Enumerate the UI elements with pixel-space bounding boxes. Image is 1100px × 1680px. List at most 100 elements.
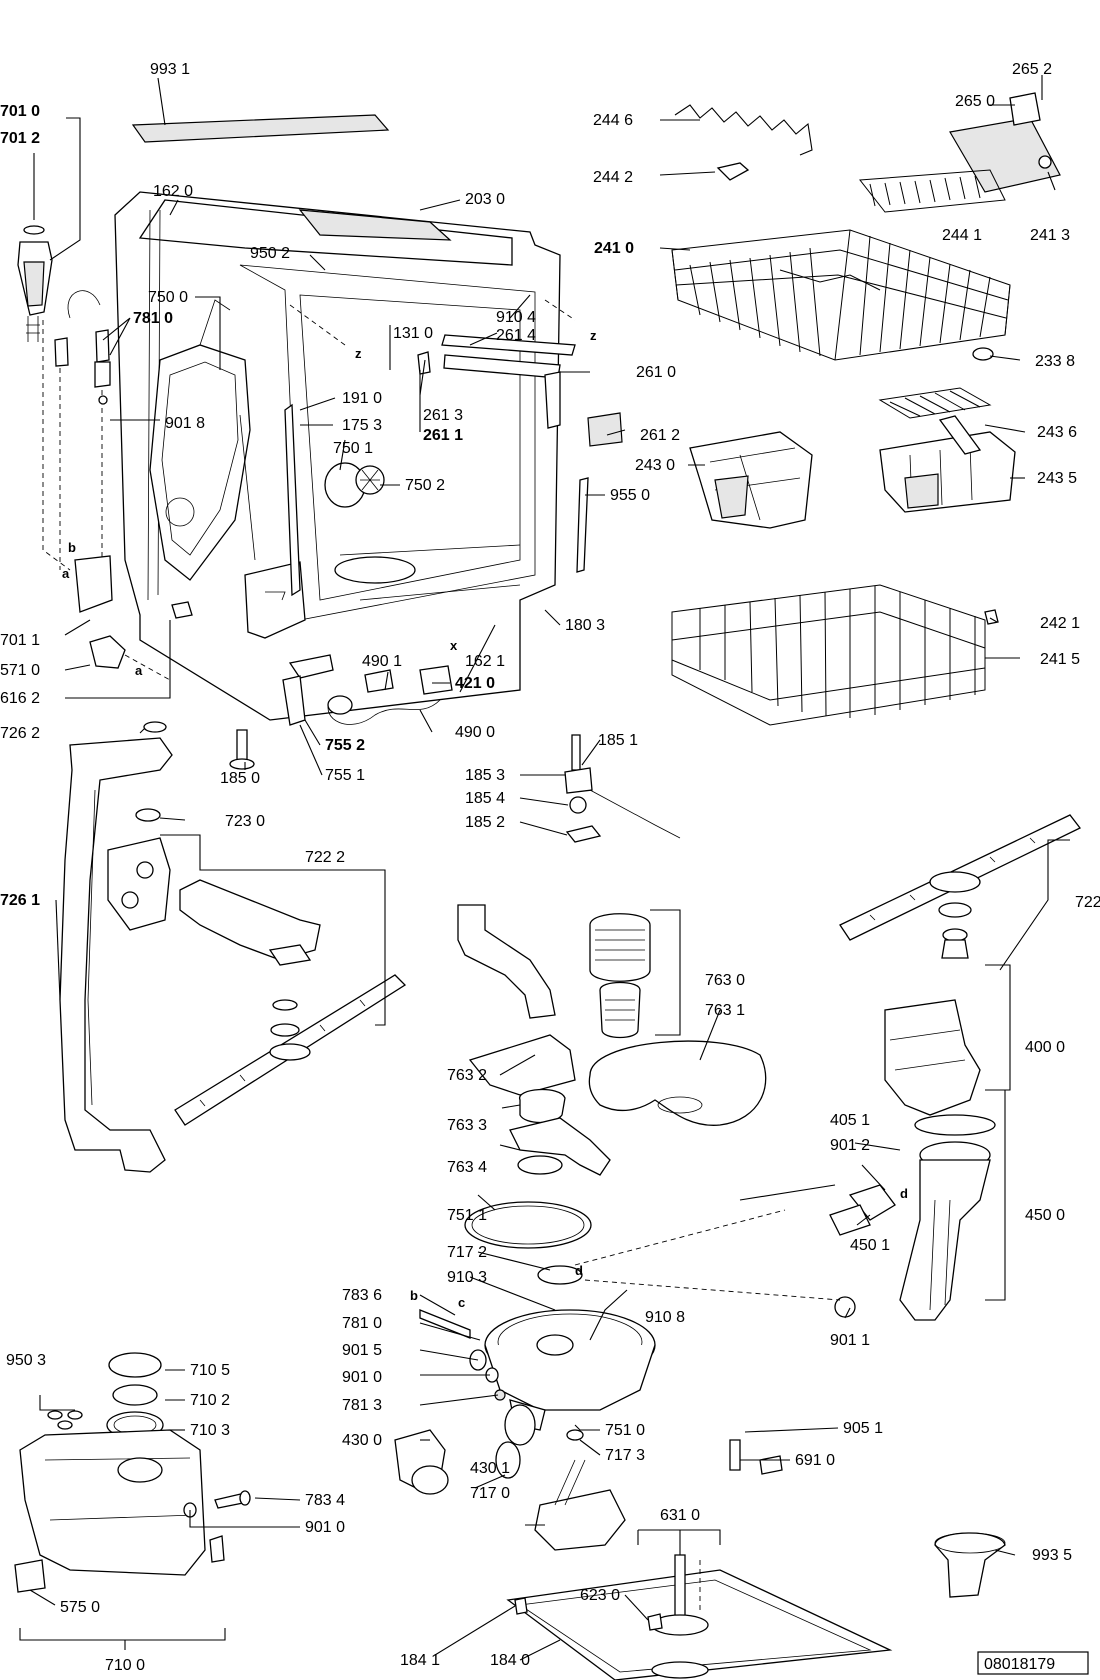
part-label: 781 3 — [342, 1397, 382, 1414]
tub-body — [114, 191, 623, 721]
sump-seal-ring — [464, 1201, 592, 1249]
part-label: 261 3 — [423, 407, 463, 424]
water-softener — [14, 1352, 251, 1593]
part-label: 901 5 — [342, 1342, 382, 1359]
pump-sump — [484, 1309, 656, 1431]
part-label: 781 0 — [133, 310, 173, 327]
part-label: 901 1 — [830, 1332, 870, 1349]
part-label: 244 1 — [942, 227, 982, 244]
part-label: 901 0 — [342, 1369, 382, 1386]
part-label: 184 0 — [490, 1652, 530, 1669]
part-label: 241 0 — [594, 240, 634, 257]
part-label: 450 0 — [1025, 1207, 1065, 1224]
part-label: 400 0 — [1025, 1039, 1065, 1056]
part-label: 241 3 — [1030, 227, 1070, 244]
part-label: 701 2 — [0, 130, 40, 147]
part-label: 763 1 — [705, 1002, 745, 1019]
part-label: 421 0 — [455, 675, 495, 692]
part-label: 755 2 — [325, 737, 365, 754]
part-label: 185 4 — [465, 790, 505, 807]
part-label: 131 0 — [393, 325, 433, 342]
heater-and-drain-pipes — [829, 999, 996, 1321]
part-label: 405 1 — [830, 1112, 870, 1129]
callout-letter: d — [575, 1263, 583, 1278]
callout-letter: x — [450, 638, 458, 653]
part-label: 162 1 — [465, 653, 505, 670]
part-label: 623 0 — [580, 1587, 620, 1604]
pressure-sensor — [89, 635, 126, 669]
callout-letter: c — [458, 1295, 465, 1310]
filter-assembly — [457, 904, 767, 1176]
part-label: 993 1 — [150, 61, 190, 78]
part-label: 185 2 — [465, 814, 505, 831]
part-label: 901 0 — [305, 1519, 345, 1536]
heater-cable — [327, 665, 453, 725]
part-label: 261 0 — [636, 364, 676, 381]
part-label: 243 6 — [1037, 424, 1077, 441]
part-label: 261 2 — [640, 427, 680, 444]
part-label: 722 2 — [305, 849, 345, 866]
part-label: 726 2 — [0, 725, 40, 742]
part-label: 242 1 — [1040, 615, 1080, 632]
sump-seal-ring-inner — [471, 1205, 585, 1245]
part-label: 783 4 — [305, 1492, 345, 1509]
part-label: 955 0 — [610, 487, 650, 504]
part-label: 191 0 — [342, 390, 382, 407]
part-label: 950 2 — [250, 245, 290, 262]
upper-rack-accessories — [674, 92, 1061, 213]
part-label: 755 1 — [325, 767, 365, 784]
part-label: 723 0 — [225, 813, 265, 830]
part-label: 244 6 — [593, 112, 633, 129]
part-label: 490 0 — [455, 724, 495, 741]
part-label: 450 1 — [850, 1237, 890, 1254]
parts-artwork — [14, 92, 1082, 1680]
sump-fittings — [419, 1309, 536, 1446]
document-number: 08018179 — [984, 1656, 1055, 1673]
part-label: 710 2 — [190, 1392, 230, 1409]
part-label: 233 8 — [1035, 353, 1075, 370]
part-label: 763 4 — [447, 1159, 487, 1176]
part-label: 631 0 — [660, 1507, 700, 1524]
part-label: 185 3 — [465, 767, 505, 784]
part-label: 726 1 — [0, 892, 40, 909]
part-label: 243 5 — [1037, 470, 1077, 487]
part-label: 185 0 — [220, 770, 260, 787]
part-label: 763 3 — [447, 1117, 487, 1134]
part-label: 993 5 — [1032, 1547, 1072, 1564]
part-label: 750 2 — [405, 477, 445, 494]
inlet-valve-assembly — [17, 225, 113, 613]
part-label: 901 8 — [165, 415, 205, 432]
part-label: 710 0 — [105, 1657, 145, 1674]
adjustable-feet — [229, 729, 681, 843]
top-cover-strip — [131, 114, 390, 143]
base-plate — [506, 1554, 893, 1680]
upper-rack — [671, 229, 1011, 361]
part-label: 751 0 — [605, 1422, 645, 1439]
lower-spray-arm — [107, 837, 407, 1126]
part-label: 265 2 — [1012, 61, 1052, 78]
hose-clip — [171, 601, 193, 619]
part-label: 162 0 — [153, 183, 193, 200]
leader-lines — [19, 75, 1070, 1661]
salt-funnel — [934, 1532, 1006, 1598]
callout-letter: b — [410, 1288, 418, 1303]
callout-letters: a b a b z z x c d d — [62, 328, 908, 1310]
part-label: 905 1 — [843, 1420, 883, 1437]
part-label: 783 6 — [342, 1287, 382, 1304]
part-label: 490 1 — [362, 653, 402, 670]
sump-disc — [537, 1265, 583, 1285]
part-label: 575 0 — [60, 1599, 100, 1616]
part-labels: 993 1 701 0 701 2 162 0 203 0 265 2 265 … — [0, 61, 1100, 1674]
callout-letter: d — [900, 1186, 908, 1201]
part-label: 265 0 — [955, 93, 995, 110]
part-label: 184 1 — [400, 1652, 440, 1669]
callout-letter: a — [62, 566, 70, 581]
spray-arm-supply-pipe — [59, 721, 173, 1173]
microswitch-691 — [759, 1455, 783, 1475]
callout-letter: b — [68, 540, 76, 555]
part-label: 241 5 — [1040, 651, 1080, 668]
part-label: 243 0 — [635, 457, 675, 474]
part-label: 901 2 — [830, 1137, 870, 1154]
part-label: 717 3 — [605, 1447, 645, 1464]
part-label: 710 5 — [190, 1362, 230, 1379]
